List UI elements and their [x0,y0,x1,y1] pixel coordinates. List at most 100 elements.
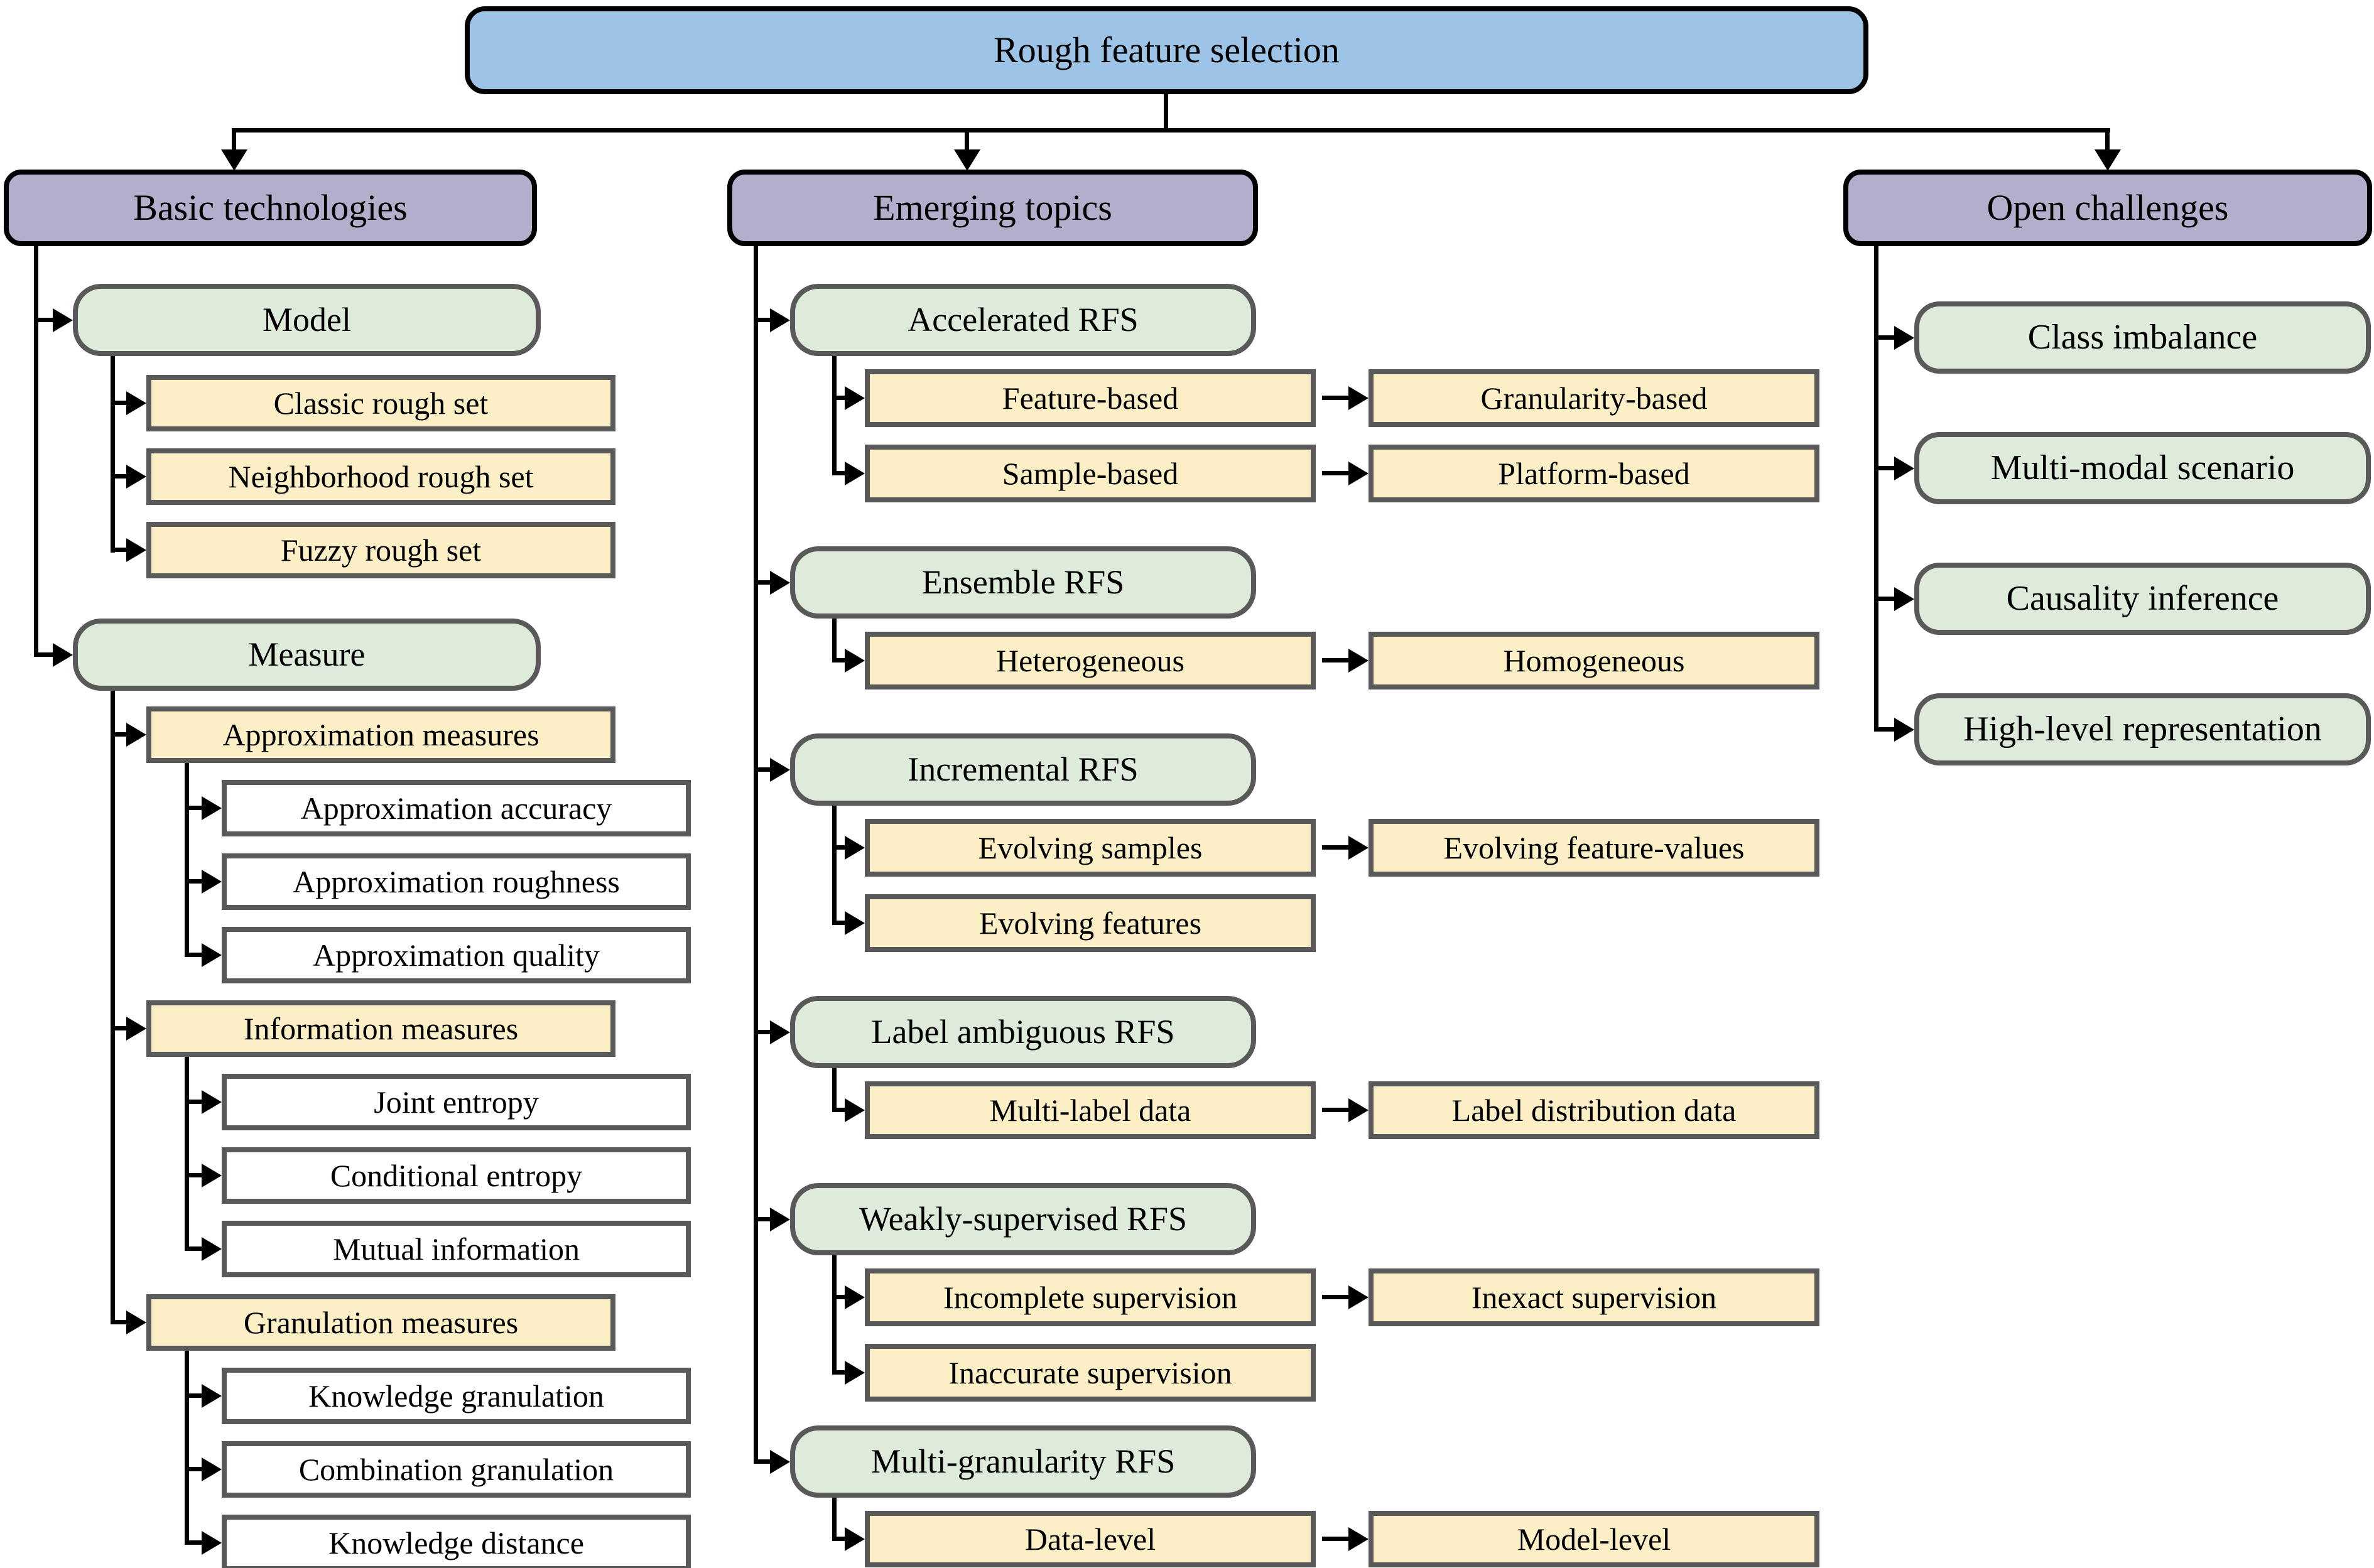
connector-line [185,1351,189,1545]
node-high-level-representation: High-level representation [1914,693,2371,765]
connector-line [1874,246,1878,732]
node-incremental-rfs: Incremental RFS [790,733,1256,806]
node-mutual-information: Mutual information [222,1221,691,1277]
node-emerging-topics: Emerging topics [727,170,1258,246]
arrow-right-icon [187,1173,202,1177]
node-homogeneous: Homogeneous [1369,632,1819,689]
node-approximation-roughness: Approximation roughness [222,853,691,910]
node-incomplete-supervision: Incomplete supervision [865,1268,1316,1326]
arrow-right-icon [1322,658,1348,662]
arrow-right-icon [187,1393,202,1398]
arrow-down-icon [232,128,236,149]
arrow-right-icon [187,1540,202,1545]
arrow-right-icon [1322,471,1348,475]
arrow-right-icon [756,1459,770,1464]
arrow-right-icon [187,1246,202,1251]
node-approximation-measures: Approximation measures [146,706,615,763]
connector-line [832,356,837,475]
connector-line [185,763,189,957]
arrow-down-icon [965,128,969,149]
arrow-right-icon [187,806,202,810]
arrow-right-icon [113,732,126,737]
connector-line [832,1255,837,1375]
arrow-right-icon [835,1370,845,1375]
node-granulation-measures: Granulation measures [146,1294,615,1351]
arrow-right-icon [756,580,770,585]
node-weakly-supervised-rfs: Weakly-supervised RFS [790,1183,1256,1255]
node-granularity-based: Granularity-based [1369,369,1819,427]
node-joint-entropy: Joint entropy [222,1074,691,1130]
connector-line [832,1498,837,1541]
node-ensemble-rfs: Ensemble RFS [790,546,1256,619]
node-label-distribution-data: Label distribution data [1369,1081,1819,1139]
node-heterogeneous: Heterogeneous [865,632,1316,689]
connector-line [1164,93,1168,131]
node-knowledge-granulation: Knowledge granulation [222,1368,691,1424]
node-approximation-quality: Approximation quality [222,927,691,983]
node-accelerated-rfs: Accelerated RFS [790,284,1256,356]
node-basic-technologies: Basic technologies [4,170,537,246]
arrow-right-icon [756,1217,770,1221]
arrow-right-icon [187,1100,202,1104]
arrow-right-icon [113,401,126,405]
arrow-right-icon [187,879,202,884]
node-data-level: Data-level [865,1511,1316,1567]
arrow-right-icon [835,658,845,662]
arrow-right-icon [187,1467,202,1471]
arrow-right-icon [113,1026,126,1030]
arrow-right-icon [1877,335,1894,340]
node-information-measures: Information measures [146,1000,615,1057]
arrow-right-icon [187,953,202,957]
node-causality-inference: Causality inference [1914,563,2371,635]
node-evolving-feature-values: Evolving feature-values [1369,819,1819,877]
node-class-imbalance: Class imbalance [1914,301,2371,374]
connector-line [34,246,38,657]
node-knowledge-distance: Knowledge distance [222,1515,691,1568]
arrow-right-icon [1877,466,1894,470]
node-conditional-entropy: Conditional entropy [222,1147,691,1204]
node-evolving-samples: Evolving samples [865,819,1316,877]
node-model: Model [73,284,541,356]
node-model-level: Model-level [1369,1511,1819,1567]
node-multi-modal-scenario: Multi-modal scenario [1914,432,2371,504]
arrow-right-icon [756,1030,770,1034]
arrow-right-icon [1877,597,1894,601]
connector-line [185,1057,189,1251]
arrow-right-icon [1322,845,1348,850]
arrow-right-icon [835,921,845,925]
connector-line [832,806,837,925]
connector-line [111,356,115,553]
node-combination-granulation: Combination granulation [222,1441,691,1498]
arrow-right-icon [113,474,126,479]
node-inexact-supervision: Inexact supervision [1369,1268,1819,1326]
node-inaccurate-supervision: Inaccurate supervision [865,1344,1316,1402]
node-platform-based: Platform-based [1369,445,1819,502]
node-classic-rough-set: Classic rough set [146,375,615,431]
arrow-right-icon [36,652,53,657]
node-open-challenges: Open challenges [1843,170,2372,246]
connector-line [111,691,115,1324]
arrow-right-icon [756,767,770,772]
node-feature-based: Feature-based [865,369,1316,427]
arrow-right-icon [1877,727,1894,732]
node-multi-label-data: Multi-label data [865,1081,1316,1139]
connector-line [232,128,2110,132]
node-fuzzy-rough-set: Fuzzy rough set [146,522,615,578]
arrow-right-icon [36,318,53,322]
arrow-right-icon [835,471,845,475]
arrow-right-icon [835,1108,845,1112]
arrow-right-icon [1322,1295,1348,1299]
arrow-down-icon [2105,128,2110,149]
node-label-ambiguous-rfs: Label ambiguous RFS [790,996,1256,1068]
connector-line [832,1068,837,1112]
node-approximation-accuracy: Approximation accuracy [222,780,691,836]
arrow-right-icon [113,548,126,552]
node-measure: Measure [73,619,541,691]
node-evolving-features: Evolving features [865,894,1316,952]
arrow-right-icon [113,1320,126,1324]
arrow-right-icon [835,1537,845,1541]
arrow-right-icon [835,845,845,850]
arrow-right-icon [835,1295,845,1299]
node-sample-based: Sample-based [865,445,1316,502]
arrow-right-icon [756,318,770,322]
